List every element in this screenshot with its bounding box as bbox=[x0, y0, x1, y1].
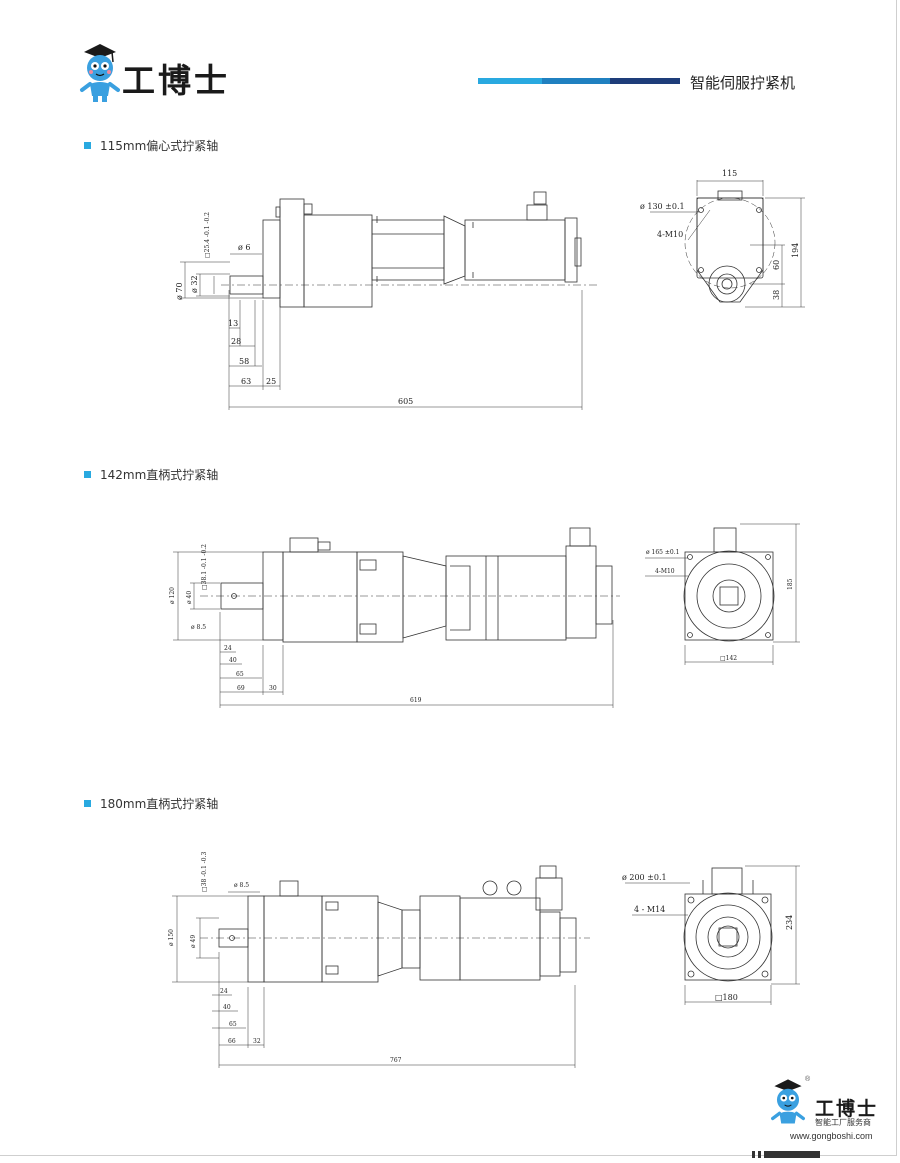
accent-bar-1 bbox=[478, 78, 542, 84]
dim-63: 63 bbox=[241, 377, 251, 386]
footer-page-tabs bbox=[752, 1151, 820, 1158]
dim-tolerance: □38.1 -0.1 -0.2 bbox=[201, 544, 208, 590]
side-view-142 bbox=[173, 527, 620, 708]
accent-bar-2 bbox=[542, 78, 610, 84]
section-title: 180mm直柄式拧紧轴 bbox=[100, 797, 219, 811]
section-heading-142: 142mm直柄式拧紧轴 bbox=[84, 466, 218, 483]
side-view-180 bbox=[172, 865, 590, 1068]
dim-d70: ø 70 bbox=[175, 282, 184, 300]
accent-bar-3 bbox=[610, 78, 680, 84]
mascot-icon bbox=[771, 1079, 805, 1124]
dim-d32: ø 32 bbox=[190, 275, 199, 293]
dim-tolerance: □38 -0.1 -0.3 bbox=[201, 852, 208, 892]
dim-d150: ø 150 bbox=[168, 929, 175, 946]
dim-40: 40 bbox=[223, 1004, 231, 1011]
dim-605: 605 bbox=[398, 397, 413, 406]
dim-pcd-200: ø 200 ±0.1 bbox=[622, 873, 667, 882]
dim-28: 28 bbox=[231, 337, 241, 346]
footer-brand-name: 工博士 bbox=[815, 1098, 879, 1120]
dim-69: 69 bbox=[237, 685, 245, 692]
dim-767: 767 bbox=[390, 1057, 402, 1064]
dim-38: 38 bbox=[772, 290, 781, 300]
dim-d6: ø 6 bbox=[238, 243, 250, 252]
dim-pcd-130: ø 130 ±0.1 bbox=[640, 202, 685, 211]
section-title: 142mm直柄式拧紧轴 bbox=[100, 468, 219, 482]
dim-w180: □180 bbox=[715, 993, 738, 1002]
dim-65: 65 bbox=[229, 1021, 237, 1028]
dim-32: 32 bbox=[253, 1038, 261, 1045]
bullet-icon bbox=[84, 800, 91, 807]
dim-194: 194 bbox=[791, 243, 800, 258]
side-view-115 bbox=[180, 191, 600, 410]
dim-d49: ø 49 bbox=[190, 935, 197, 948]
page-title: 智能伺服拧紧机 bbox=[690, 74, 796, 92]
brand-logo[interactable]: 工博士 bbox=[78, 40, 258, 106]
front-view-142 bbox=[645, 523, 800, 665]
dims-front-142: □142 ø 165 ±0.1 4-M10 185 bbox=[646, 549, 794, 662]
section-title: 115mm偏心式拧紧轴 bbox=[100, 139, 219, 153]
footer-tab-3 bbox=[764, 1151, 820, 1158]
footer-tab-1 bbox=[752, 1151, 755, 1158]
front-view-180 bbox=[625, 865, 800, 1005]
header-accent-bars bbox=[478, 78, 680, 84]
dim-234: 234 bbox=[785, 915, 794, 930]
registered-mark: ® bbox=[805, 1076, 811, 1083]
footer-tagline: 智能工厂服务商 bbox=[815, 1118, 871, 1127]
bullet-icon bbox=[84, 471, 91, 478]
dims-side-180: 767 66 32 65 40 24 ø 150 ø 49 ø 8.5 □38 … bbox=[168, 852, 402, 1064]
section-heading-115: 115mm偏心式拧紧轴 bbox=[84, 137, 218, 154]
dim-pcd-165: ø 165 ±0.1 bbox=[646, 549, 679, 556]
dim-13: 13 bbox=[228, 319, 238, 328]
dim-619: 619 bbox=[410, 697, 422, 704]
dim-40: 40 bbox=[229, 657, 237, 664]
bullet-icon bbox=[84, 142, 91, 149]
dims-front-180: □180 ø 200 ±0.1 4 - M14 234 bbox=[622, 873, 794, 1002]
dim-d40: ø 40 bbox=[186, 591, 193, 604]
dim-tolerance: □25.4 -0.1 -0.2 bbox=[204, 212, 211, 258]
dim-d120: ø 120 bbox=[169, 587, 176, 604]
footer-tab-2 bbox=[758, 1151, 761, 1158]
dim-d8-5: ø 8.5 bbox=[191, 624, 206, 631]
dims-side-115: 605 63 25 58 28 13 ø 6 ø 70 ø 32 □25.4 -… bbox=[175, 212, 413, 406]
dim-w142: □142 bbox=[720, 655, 737, 662]
dim-holes-m14: 4 - M14 bbox=[634, 905, 665, 914]
dim-holes-m10: 4-M10 bbox=[657, 230, 683, 239]
section-heading-180: 180mm直柄式拧紧轴 bbox=[84, 795, 218, 812]
dim-d8-5: ø 8.5 bbox=[234, 882, 249, 889]
dim-185: 185 bbox=[787, 578, 794, 590]
dim-25: 25 bbox=[266, 377, 276, 386]
brand-name: 工博士 bbox=[122, 61, 230, 100]
dim-65: 65 bbox=[236, 671, 244, 678]
front-view-115 bbox=[650, 180, 805, 308]
dims-front-115: 115 ø 130 ±0.1 4-M10 194 60 38 bbox=[640, 169, 800, 300]
dim-30: 30 bbox=[269, 685, 277, 692]
dim-58: 58 bbox=[239, 357, 249, 366]
dims-side-142: 619 69 30 65 40 24 ø 120 ø 40 ø 8.5 □38.… bbox=[169, 544, 422, 704]
footer-logo[interactable]: ® 工博士 智能工厂服务商 www.gongboshi.com bbox=[760, 1076, 892, 1146]
dim-24: 24 bbox=[224, 645, 232, 652]
dim-66: 66 bbox=[228, 1038, 236, 1045]
dim-holes-m10: 4-M10 bbox=[655, 568, 675, 575]
mascot-icon bbox=[80, 44, 120, 102]
dim-60: 60 bbox=[772, 260, 781, 270]
dim-24: 24 bbox=[220, 988, 228, 995]
dim-115: 115 bbox=[722, 169, 737, 178]
footer-url[interactable]: www.gongboshi.com bbox=[790, 1131, 873, 1141]
